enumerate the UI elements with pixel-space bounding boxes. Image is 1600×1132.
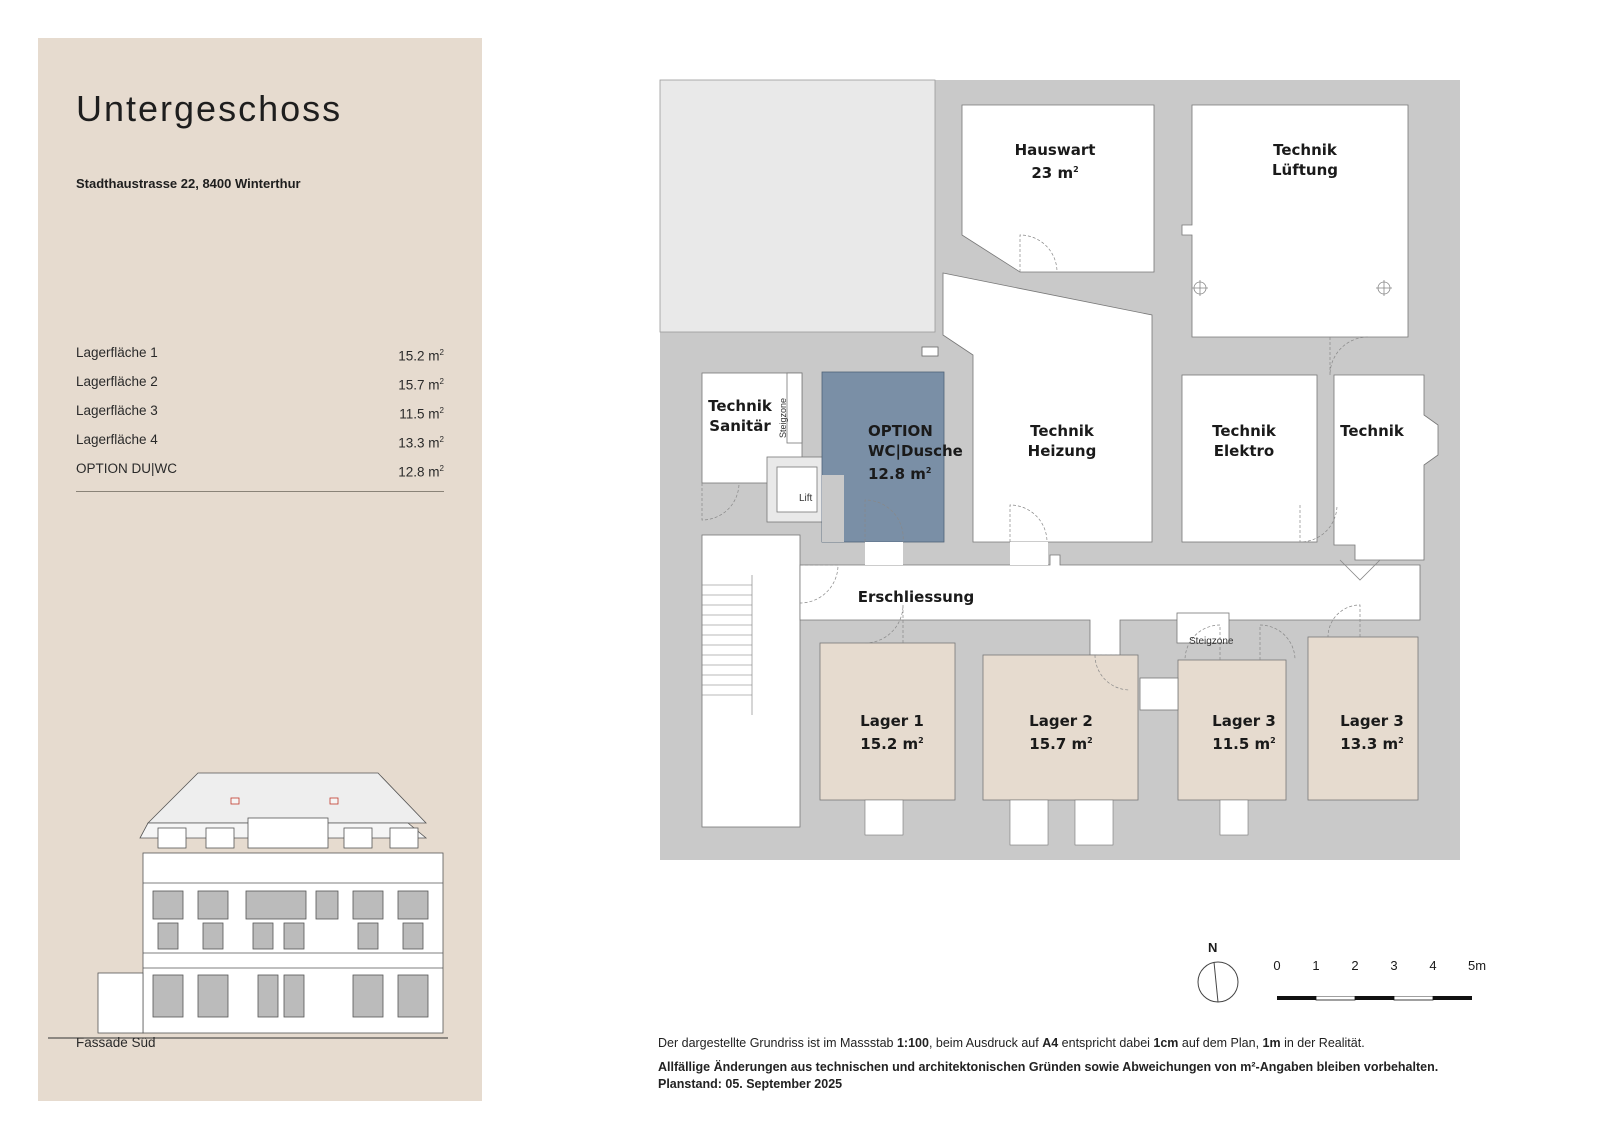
facade-drawing — [48, 772, 448, 1039]
exterior-door-swing — [1339, 559, 1381, 581]
label-lager-3a: Lager 3 11.5 m2 — [1212, 712, 1276, 753]
scale-bar-graphic — [1277, 996, 1472, 1001]
scale-tick: 2 — [1351, 958, 1359, 973]
roof-window — [329, 797, 339, 805]
courtyard-area — [659, 79, 936, 333]
room-lueftung — [1181, 104, 1409, 338]
area-row: Lagerfläche 1 15.2 m2 — [76, 340, 444, 369]
wall-box — [921, 346, 939, 357]
area-name: OPTION DU|WC — [76, 461, 177, 476]
scale-bar: 0 1 2 3 4 5m — [1273, 958, 1497, 1008]
plan-date: Planstand: 05. September 2025 — [658, 1077, 843, 1091]
area-value: 12.8 m2 — [398, 464, 444, 480]
info-panel: Untergeschoss Stadthaustrasse 22, 8400 W… — [38, 38, 482, 1101]
lift-cabin — [776, 466, 818, 513]
heizung-door-gap — [1010, 542, 1048, 565]
floor-title: Untergeschoss — [76, 88, 343, 129]
area-row: OPTION DU|WC 12.8 m2 — [76, 456, 444, 485]
label-sanitaer: Technik Sanitär — [708, 397, 772, 435]
north-arrow: N — [1196, 940, 1246, 1010]
scale-tick: 4 — [1429, 958, 1437, 973]
room-technik — [1333, 374, 1439, 561]
area-value: 13.3 m2 — [398, 435, 444, 451]
label-lueftung: Technik Lüftung — [1271, 141, 1339, 179]
label-lift: Lift — [799, 493, 813, 504]
area-name: Lagerfläche 2 — [76, 374, 158, 389]
label-steigzone-vertical: Steigzone — [778, 397, 788, 438]
facade-caption: Fassade Süd — [76, 1035, 156, 1050]
label-elektro: Technik Elektro — [1212, 422, 1276, 460]
area-list: Lagerfläche 1 15.2 m2 Lagerfläche 2 15.7… — [76, 340, 444, 492]
label-hauswart: Hauswart 23 m2 — [1014, 141, 1096, 182]
roof-window — [230, 797, 240, 805]
stairs — [702, 575, 753, 715]
door-swings — [701, 234, 1369, 691]
option-notch — [822, 475, 844, 542]
steigzone-box — [786, 372, 803, 444]
area-value: 15.7 m2 — [398, 377, 444, 393]
area-value: 11.5 m2 — [399, 406, 444, 422]
north-label: N — [1208, 940, 1218, 955]
address: Stadthaustrasse 22, 8400 Winterthur — [76, 176, 301, 191]
option-door-gap — [865, 542, 903, 565]
scale-tick: 3 — [1390, 958, 1398, 973]
lager-niche — [1139, 677, 1179, 711]
room-option-wc-dusche — [821, 371, 945, 543]
label-lager-2: Lager 2 15.7 m2 — [1029, 712, 1093, 753]
compass-icon — [1197, 961, 1239, 1003]
label-erschliessung: Erschliessung — [857, 588, 975, 606]
scale-tick: 5m — [1467, 958, 1487, 973]
room-lager-2 — [982, 654, 1139, 801]
area-row: Lagerfläche 4 13.3 m2 — [76, 427, 444, 456]
area-row: Lagerfläche 3 11.5 m2 — [76, 398, 444, 427]
scale-note: Der dargestellte Grundriss ist im Massst… — [658, 1036, 1365, 1050]
room-lager-1 — [819, 642, 956, 801]
area-row: Lagerfläche 2 15.7 m2 — [76, 369, 444, 398]
room-elektro — [1181, 374, 1318, 543]
scale-tick: 0 — [1273, 958, 1281, 973]
room-hauswart — [961, 104, 1155, 273]
label-option: OPTION WC|Dusche 12.8 m2 — [868, 422, 963, 483]
area-name: Lagerfläche 1 — [76, 345, 158, 360]
label-steigzone: Steigzone — [1189, 636, 1234, 647]
area-value: 15.2 m2 — [398, 348, 444, 364]
room-lager-3b — [1307, 636, 1419, 801]
area-name: Lagerfläche 4 — [76, 432, 158, 447]
label-lager-3b: Lager 3 13.3 m2 — [1340, 712, 1404, 753]
fan-symbols — [1192, 280, 1392, 296]
area-name: Lagerfläche 3 — [76, 403, 158, 418]
floor-plan — [659, 79, 1460, 860]
label-lager-1: Lager 1 15.2 m2 — [860, 712, 924, 753]
scale-tick: 1 — [1312, 958, 1320, 973]
room-heizung — [942, 272, 1153, 543]
disclaimer-note: Allfällige Änderungen aus technischen un… — [658, 1060, 1439, 1074]
label-heizung: Technik Heizung — [1027, 422, 1097, 460]
label-technik: Technik — [1340, 422, 1404, 440]
corridor-erschliessung — [799, 554, 1421, 656]
stair-hall — [701, 534, 801, 828]
room-lager-3a — [1177, 659, 1287, 801]
